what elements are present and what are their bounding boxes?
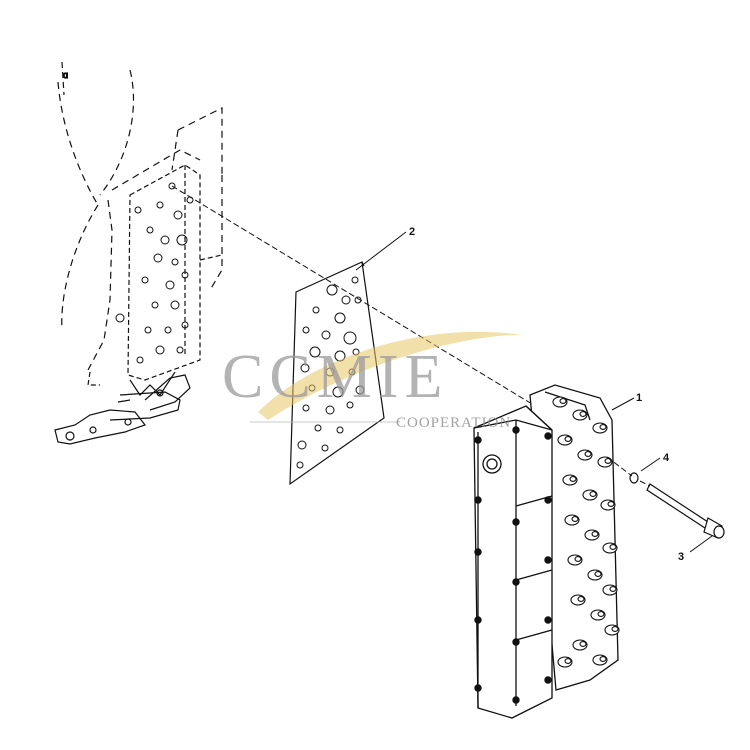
cover-bolt	[512, 638, 520, 646]
mount-hole	[165, 280, 175, 290]
mount-hole	[136, 356, 144, 364]
cover-bolt	[544, 616, 552, 624]
cover-bolt	[544, 556, 552, 564]
gasket-hole	[312, 306, 320, 314]
mount-hole	[146, 226, 154, 234]
cover-bolt	[544, 496, 552, 504]
gasket-hole	[355, 385, 365, 395]
gasket-hole	[302, 326, 310, 334]
mount-hole	[134, 206, 142, 214]
gasket-hole	[321, 330, 331, 340]
cover-bolt	[474, 684, 482, 692]
gasket-hole	[343, 331, 357, 345]
mount-hole	[164, 326, 172, 334]
spool-cap-end	[564, 436, 572, 442]
gasket-hole	[326, 284, 338, 296]
housing-lower-bracket	[54, 371, 191, 445]
spool-cap-end	[564, 658, 572, 664]
valve-cover-bolts	[474, 426, 552, 704]
gasket-hole	[314, 424, 322, 432]
cover-bolt	[512, 696, 520, 704]
mount-hole	[170, 300, 180, 310]
mount-hole	[176, 234, 188, 246]
gasket-hole	[351, 276, 359, 284]
mount-hole	[151, 301, 159, 309]
spool-cap-end	[609, 586, 617, 592]
cover-bolt	[512, 426, 520, 434]
mount-hole	[173, 210, 183, 220]
mount-hole	[176, 346, 184, 354]
cover-bolt	[474, 496, 482, 504]
cover-bolt	[512, 518, 520, 526]
spool-cap-end	[611, 626, 619, 632]
spool-cap-end	[604, 458, 612, 464]
gasket-hole	[297, 440, 307, 450]
cover-bolt	[544, 676, 552, 684]
callout-part-1: 1	[636, 392, 642, 404]
mount-hole	[155, 345, 165, 355]
gasket-hole	[300, 363, 310, 373]
spool-cap-end	[599, 656, 607, 662]
spool-cap-end	[577, 596, 585, 602]
callout-part-3: 3	[678, 551, 684, 563]
mount-hole	[141, 276, 149, 284]
valve-spool-caps	[552, 396, 620, 668]
gasket-part-2[interactable]	[289, 261, 385, 486]
gasket-hole	[309, 346, 321, 358]
gasket-hole	[302, 404, 310, 412]
spool-cap-end	[579, 641, 587, 647]
bolt-part-3[interactable]	[646, 483, 725, 539]
mount-hole	[160, 235, 170, 245]
mount-hole	[156, 201, 164, 209]
callout-leaders	[355, 231, 713, 553]
o-ring-part-4[interactable]	[629, 472, 639, 484]
ccmie-watermark: CCMIE COOPERATION	[222, 331, 522, 431]
mount-hole	[168, 182, 176, 190]
gasket-hole	[334, 312, 346, 324]
mounting-face-holes	[115, 182, 194, 364]
spool-cap-end	[559, 398, 567, 404]
gasket-hole	[321, 444, 329, 452]
mount-hole	[153, 253, 163, 263]
spool-cap-end	[597, 611, 605, 617]
housing-mark-icon: ɑ	[63, 70, 68, 80]
spool-cap-end	[594, 571, 602, 577]
watermark-tagline: COOPERATION	[396, 415, 511, 431]
gasket-hole	[346, 401, 354, 409]
transmission-housing-phantom: ɑ	[57, 61, 223, 371]
spool-cap-end	[599, 424, 607, 430]
gasket-hole	[332, 386, 344, 398]
mount-hole	[171, 258, 179, 266]
gasket-hole	[341, 295, 351, 305]
spool-cap-end	[571, 516, 579, 522]
cover-bolt	[474, 436, 482, 444]
mount-hole	[115, 313, 125, 323]
spool-cap-end	[591, 531, 599, 537]
spool-cap-end	[609, 544, 617, 550]
spool-cap-end	[589, 491, 597, 497]
cover-bolt	[474, 616, 482, 624]
watermark-brand: CCMIE	[222, 343, 448, 411]
cover-bolt	[512, 578, 520, 586]
assembly-centerline	[171, 185, 651, 487]
spool-cap-end	[584, 451, 592, 457]
callout-part-2: 2	[409, 226, 415, 238]
mount-hole	[181, 271, 189, 279]
housing-mounting-face	[127, 164, 223, 381]
gasket-holes	[296, 276, 365, 469]
mount-hole	[181, 321, 189, 329]
watermark-swoosh	[258, 331, 522, 420]
cover-bolt	[474, 548, 482, 556]
gasket-hole	[296, 461, 304, 469]
spool-cap-end	[607, 501, 615, 507]
cover-bolt	[544, 432, 552, 440]
mount-hole	[144, 326, 152, 334]
callout-part-4: 4	[663, 452, 670, 464]
gasket-hole	[336, 426, 344, 434]
spool-cap-end	[579, 411, 587, 417]
spool-cap-end	[569, 476, 577, 482]
gasket-hole	[325, 405, 335, 415]
spool-cap-end	[574, 556, 582, 562]
